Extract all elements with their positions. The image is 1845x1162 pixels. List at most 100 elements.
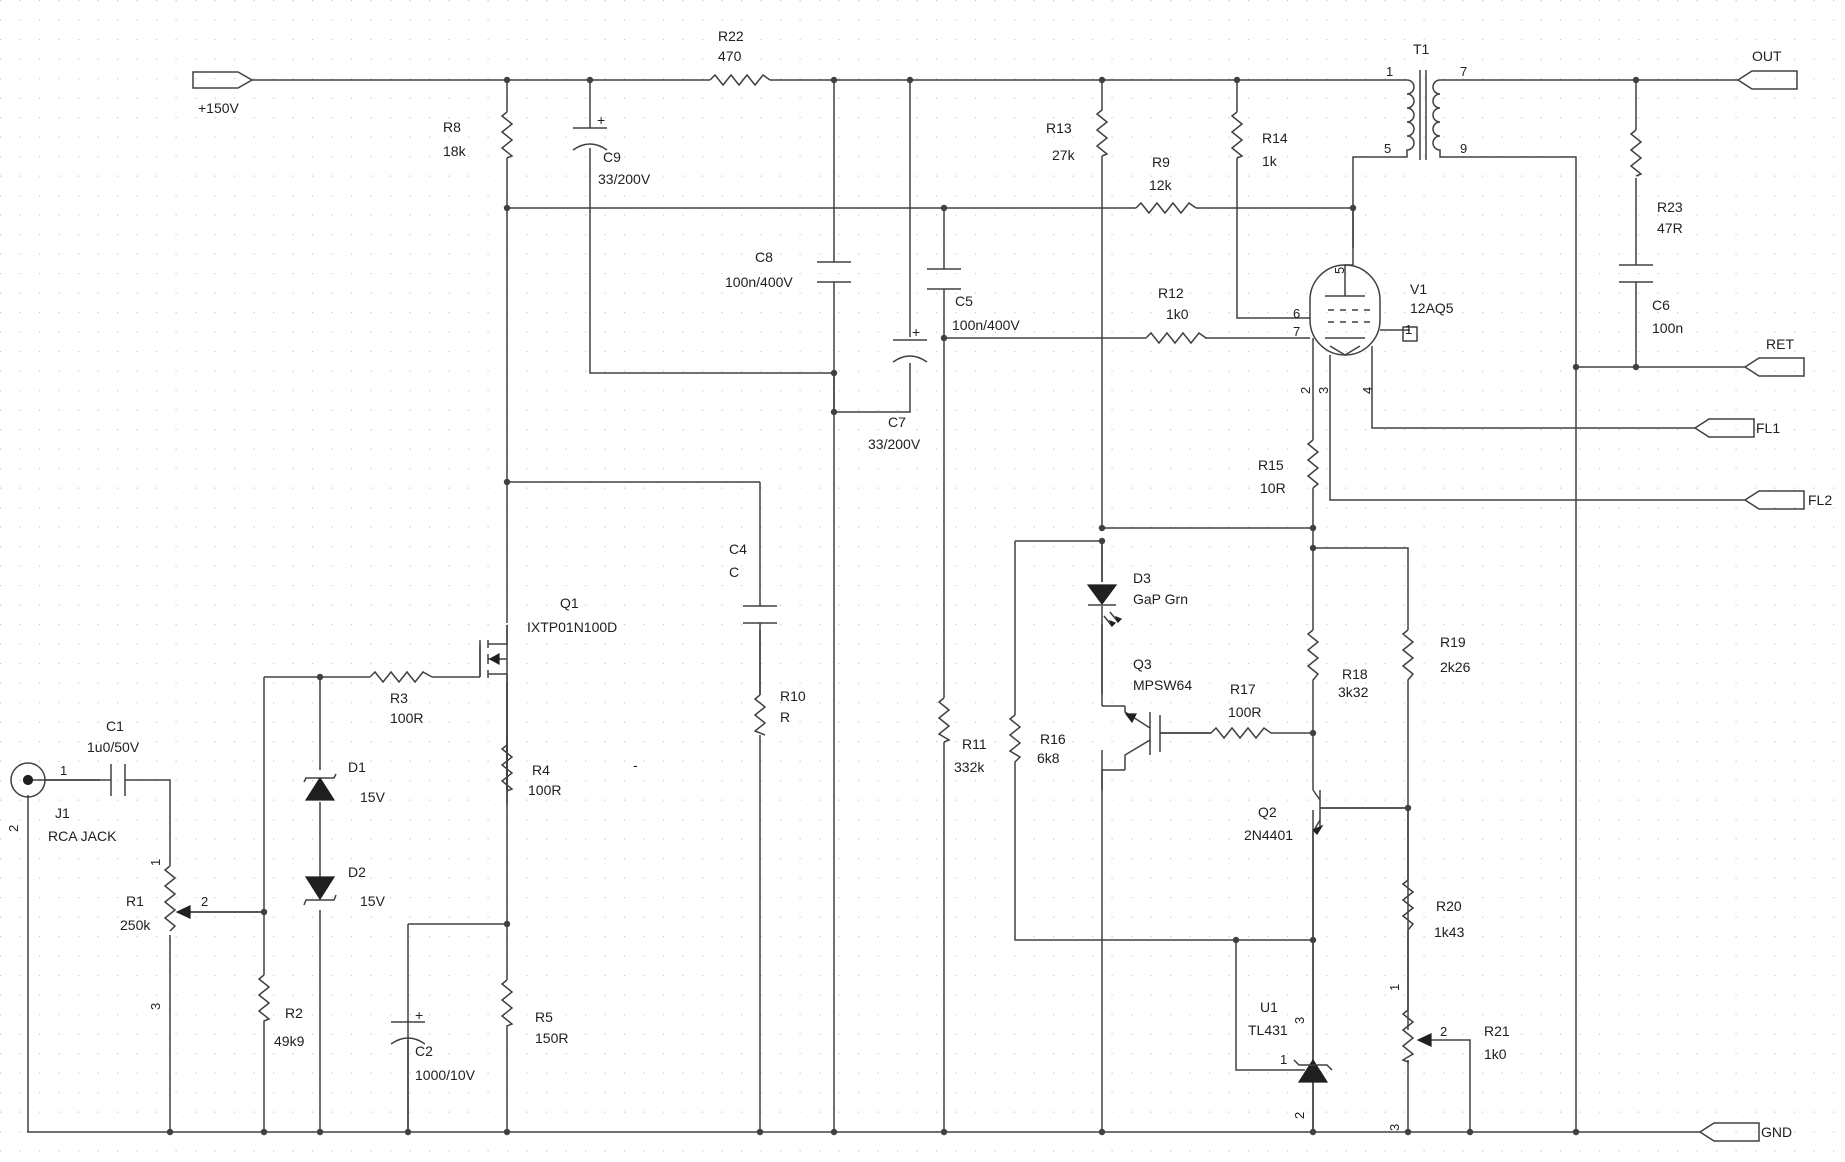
r14-ref: R14 [1262, 130, 1288, 146]
r21-value: 1k0 [1484, 1046, 1507, 1062]
capacitor-c5: C5 100n/400V [927, 268, 1020, 333]
r1-pin1: 1 [148, 859, 163, 866]
r12-ref: R12 [1158, 285, 1184, 301]
r13-value: 27k [1052, 147, 1076, 163]
port-gnd: GND [1698, 1122, 1792, 1142]
r1-value: 250k [120, 917, 151, 933]
port-out-label: OUT [1752, 48, 1782, 64]
r4-ref: R4 [532, 762, 550, 778]
resistor-r19: R19 2k26 [1401, 629, 1471, 688]
resistor-r14: R14 1k [1230, 111, 1288, 169]
t1-pin1: 1 [1386, 64, 1393, 79]
zener-diode-d2: D2 15V [303, 864, 386, 909]
d3-value: GaP Grn [1133, 591, 1188, 607]
c6-value: 100n [1652, 320, 1683, 336]
vacuum-tube-v1: V1 12AQ5 5 6 7 1 2 3 4 [1293, 248, 1454, 394]
c9-ref: C9 [603, 149, 621, 165]
potentiometer-r1: R1 250k 1 2 3 [120, 859, 264, 1010]
r19-value: 2k26 [1440, 659, 1471, 675]
zener-diode-d1: D1 15V [303, 759, 386, 805]
c5-value: 100n/400V [952, 317, 1020, 333]
v1-ref: V1 [1410, 281, 1427, 297]
port-fl2-label: FL2 [1808, 492, 1832, 508]
capacitor-c7: + C7 33/200V [868, 324, 928, 452]
capacitor-c1: C1 1u0/50V 1 [60, 718, 140, 796]
d2-value: 15V [360, 893, 386, 909]
port-gnd-label: GND [1761, 1124, 1792, 1140]
resistor-r23: R23 47R [1629, 129, 1683, 236]
r20-value: 1k43 [1434, 924, 1465, 940]
j1-value: RCA JACK [48, 828, 117, 844]
r22-value: 470 [718, 48, 742, 64]
v1-pin5: 5 [1332, 267, 1347, 274]
potentiometer-r21: R21 1k0 1 2 3 [1387, 984, 1510, 1131]
r19-ref: R19 [1440, 634, 1466, 650]
d1-ref: D1 [348, 759, 366, 775]
c4-value: C [729, 564, 739, 580]
resistor-r8: R8 18k [443, 111, 514, 159]
c1-value: 1u0/50V [87, 739, 140, 755]
r16-ref: R16 [1040, 731, 1066, 747]
resistor-r13: R13 27k [1046, 109, 1109, 163]
r23-ref: R23 [1657, 199, 1683, 215]
v1-pin3: 3 [1316, 387, 1331, 394]
r2-ref: R2 [285, 1005, 303, 1021]
r20-ref: R20 [1436, 898, 1462, 914]
port-fl1: FL1 [1693, 418, 1780, 438]
rca-jack-j1: J1 RCA JACK 2 [6, 762, 117, 844]
r21-pin3: 3 [1387, 1124, 1402, 1131]
r12-value: 1k0 [1166, 306, 1189, 322]
r14-value: 1k [1262, 153, 1278, 169]
resistor-r10: R10 R [753, 688, 806, 736]
r16-value: 6k8 [1037, 750, 1060, 766]
v1-pin2: 2 [1298, 387, 1313, 394]
capacitor-c8: C8 100n/400V [725, 249, 851, 290]
port-150v-label: +150V [198, 100, 240, 116]
resistor-r12: R12 1k0 [1145, 285, 1207, 345]
r21-ref: R21 [1484, 1023, 1510, 1039]
r18-value: 3k32 [1338, 684, 1369, 700]
d3-ref: D3 [1133, 570, 1151, 586]
q2-ref: Q2 [1258, 804, 1277, 820]
v1-value: 12AQ5 [1410, 300, 1454, 316]
c9-plus: + [597, 112, 605, 128]
r3-value: 100R [390, 710, 423, 726]
r2-value: 49k9 [274, 1033, 305, 1049]
u1-pin3: 3 [1292, 1017, 1307, 1024]
port-out: OUT [1736, 48, 1798, 90]
j1-pin2: 2 [6, 825, 21, 832]
resistor-r15: R15 10R [1258, 439, 1320, 496]
resistor-r2: R2 49k9 [257, 974, 305, 1049]
u1-pin2: 2 [1292, 1112, 1307, 1119]
c7-value: 33/200V [868, 436, 921, 452]
capacitor-c6: C6 100n [1619, 264, 1683, 336]
r22-ref: R22 [718, 28, 744, 44]
c5-ref: C5 [955, 293, 973, 309]
c2-value: 1000/10V [415, 1067, 476, 1083]
c7-ref: C7 [888, 414, 906, 430]
q1-ref: Q1 [560, 595, 579, 611]
r9-value: 12k [1149, 177, 1173, 193]
r11-ref: R11 [962, 736, 987, 752]
resistor-r4: R4 100R [500, 744, 561, 798]
port-150v: +150V [192, 71, 254, 116]
port-ret: RET [1743, 336, 1805, 377]
r23-value: 47R [1657, 220, 1683, 236]
q3-ref: Q3 [1133, 656, 1152, 672]
t1-pin5: 5 [1384, 141, 1391, 156]
capacitor-c9: + C9 33/200V [572, 112, 651, 187]
led-d3: D3 GaP Grn [1086, 541, 1188, 694]
r8-value: 18k [443, 143, 467, 159]
r11-value: 332k [954, 759, 985, 775]
q3-value: MPSW64 [1133, 677, 1192, 693]
t1-ref: T1 [1413, 41, 1430, 57]
resistor-r20: R20 1k43 [1401, 879, 1465, 940]
j1-ref: J1 [55, 805, 70, 821]
v1-pin1: 1 [1405, 322, 1412, 337]
resistor-r9: R9 12k [1135, 154, 1197, 215]
resistor-r18: R18 3k32 [1306, 629, 1369, 700]
r3-ref: R3 [390, 690, 408, 706]
r13-ref: R13 [1046, 120, 1072, 136]
transistor-q2: Q2 2N4401 [1244, 789, 1408, 1132]
